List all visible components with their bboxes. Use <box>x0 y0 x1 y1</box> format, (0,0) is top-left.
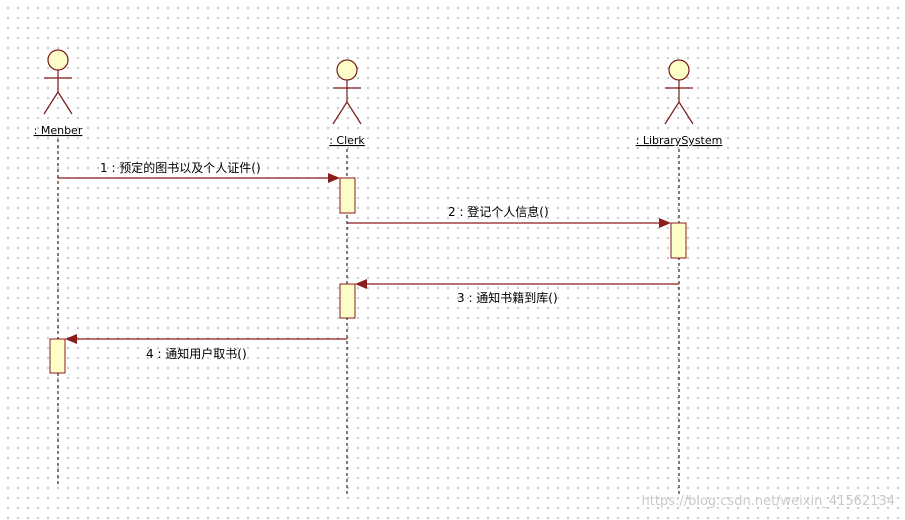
message-3-arrowhead-icon <box>355 279 367 289</box>
message-1-label: 1 : 预定的图书以及个人证件() <box>100 160 261 175</box>
watermark-text: https://blog.csdn.net/weixin_41562134 <box>641 494 895 509</box>
message-4-label: 4 : 通知用户取书() <box>146 346 247 361</box>
actor-label-library-system: : LibrarySystem <box>636 134 723 147</box>
actor-label-clerk: : Clerk <box>329 134 365 147</box>
actor-label-member: : Menber <box>34 124 83 137</box>
message-3-label: 3 : 通知书籍到库() <box>457 290 558 305</box>
message-2-arrowhead-icon <box>659 218 671 228</box>
message-2-label: 2 : 登记个人信息() <box>448 204 549 219</box>
activation-clerk-2[interactable] <box>339 283 356 319</box>
actor-clerk-head-icon <box>336 59 358 81</box>
message-4-arrowhead-icon <box>65 334 77 344</box>
activation-clerk-1[interactable] <box>339 177 356 214</box>
actor-member[interactable] <box>43 49 73 115</box>
actor-library-head-icon <box>668 59 690 81</box>
actor-library-system[interactable] <box>664 59 694 125</box>
activation-member-1[interactable] <box>49 338 66 374</box>
actor-member-head-icon <box>47 49 69 71</box>
actor-clerk[interactable] <box>332 59 362 125</box>
message-1-arrowhead-icon <box>328 173 340 183</box>
activation-library-1[interactable] <box>670 222 687 259</box>
